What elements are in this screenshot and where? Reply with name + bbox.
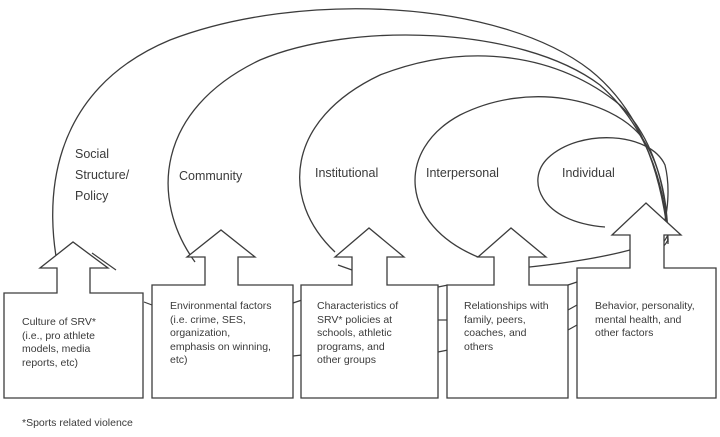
box-interpersonal — [446, 227, 569, 399]
box-text-institutional: Characteristics of SRV* policies at scho… — [317, 300, 399, 367]
label-institutional: Institutional — [315, 166, 379, 180]
box-text-interpersonal: Relationships with family, peers, coache… — [464, 300, 549, 353]
box-text-social-structure: Culture of SRV* (i.e., pro athlete model… — [22, 316, 96, 369]
box-community — [151, 229, 294, 399]
arc-tail-3 — [519, 249, 631, 269]
arc-community — [167, 34, 669, 263]
arc-interpersonal — [414, 96, 669, 258]
arc-individual — [537, 137, 669, 236]
arc-institutional — [299, 55, 669, 253]
arrow-boxes — [3, 202, 717, 399]
label-community: Community — [179, 169, 243, 183]
label-individual: Individual — [562, 166, 615, 180]
box-text-individual: Behavior, personality, mental health, an… — [595, 300, 695, 340]
box-social-structure — [3, 241, 144, 399]
label-social-structure: Social Structure/ Policy — [75, 147, 130, 203]
level-arcs — [52, 8, 669, 286]
box-individual — [576, 202, 717, 399]
label-interpersonal: Interpersonal — [426, 166, 499, 180]
footnote: *Sports related violence — [22, 417, 133, 429]
box-text-community: Environmental factors (i.e. crime, SES, … — [170, 300, 272, 367]
box-institutional — [300, 227, 439, 399]
